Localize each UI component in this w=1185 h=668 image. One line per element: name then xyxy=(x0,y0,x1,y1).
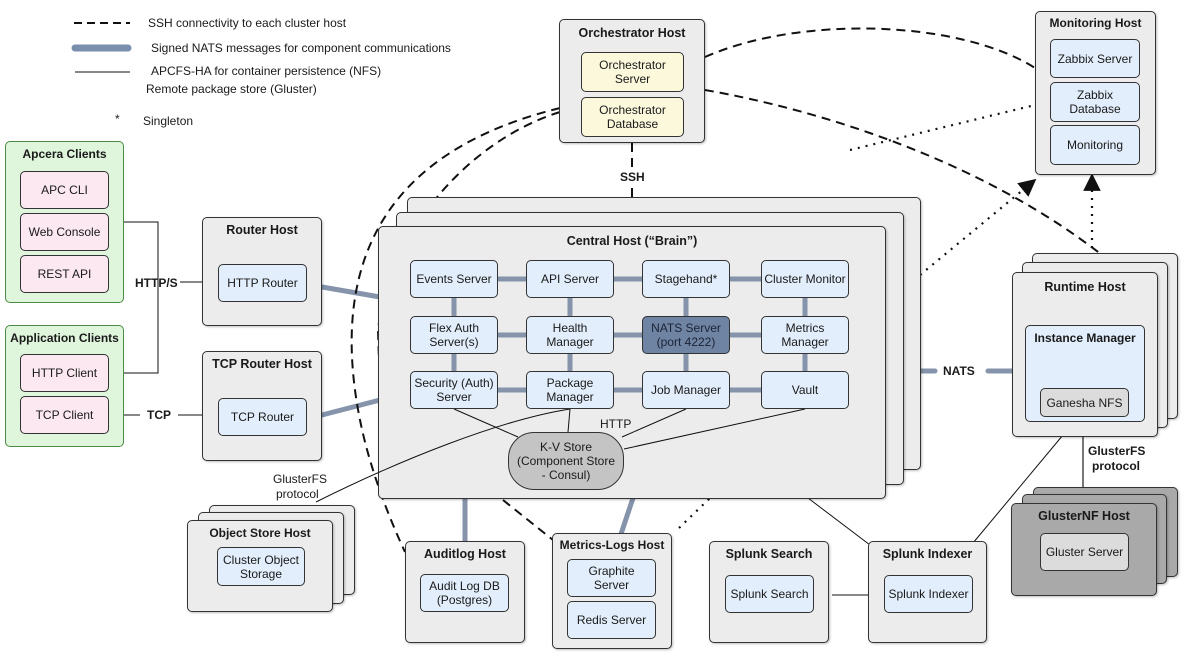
application-clients-group: Application Clients HTTP Client TCP Clie… xyxy=(5,325,124,447)
zabbix-server[interactable]: Zabbix Server xyxy=(1050,39,1140,78)
health-manager[interactable]: Health Manager xyxy=(526,316,614,354)
nats-line-metrics-logs xyxy=(618,495,636,537)
tcp-router[interactable]: TCP Router xyxy=(218,398,307,436)
security-auth-server[interactable]: Security (Auth) Server xyxy=(410,371,498,409)
https-label: HTTP/S xyxy=(135,276,178,290)
redis-server[interactable]: Redis Server xyxy=(567,601,656,639)
splunk-indexer-host: Splunk Indexer Splunk Indexer xyxy=(868,541,987,643)
apcera-clients-group: Apcera Clients APC CLI Web Console REST … xyxy=(5,141,124,303)
router-host-title: Router Host xyxy=(226,223,298,237)
monitor-line-metrics-logs xyxy=(678,497,711,529)
instance-manager-label: Instance Manager xyxy=(1034,331,1136,345)
nats-line-tcp-router xyxy=(319,397,383,418)
splunk-indexer-host-title: Splunk Indexer xyxy=(882,547,973,561)
monitoring[interactable]: Monitoring xyxy=(1050,125,1140,165)
http-label: HTTP xyxy=(600,417,632,431)
runtime-host-title: Runtime Host xyxy=(1044,280,1126,294)
cluster-monitor[interactable]: Cluster Monitor xyxy=(761,260,849,298)
orchestrator-host: Orchestrator Host Orchestrator Server Or… xyxy=(559,19,705,143)
legend-swatches xyxy=(71,22,132,73)
legend-nats-label: Signed NATS messages for component commu… xyxy=(151,41,451,55)
nats-label: NATS xyxy=(943,364,975,378)
ssh-line-orch-monitoring xyxy=(704,27,1036,69)
stagehand[interactable]: Stagehand* xyxy=(642,260,730,298)
vault[interactable]: Vault xyxy=(761,371,849,409)
tcp-client[interactable]: TCP Client xyxy=(20,396,109,434)
glusternf-host: GlusterNF Host Gluster Server xyxy=(1011,503,1157,596)
monitor-line-central xyxy=(919,178,1037,276)
events-server[interactable]: Events Server xyxy=(410,260,498,298)
job-manager[interactable]: Job Manager xyxy=(642,371,730,409)
ganesha-nfs[interactable]: Ganesha NFS xyxy=(1040,388,1129,417)
monitoring-host: Monitoring Host Zabbix Server Zabbix Dat… xyxy=(1035,11,1156,175)
splunk-search[interactable]: Splunk Search xyxy=(725,575,814,613)
auditlog-host: Auditlog Host Audit Log DB (Postgres) xyxy=(405,541,525,643)
application-clients-title: Application Clients xyxy=(10,331,119,345)
nats-server[interactable]: NATS Server (port 4222) xyxy=(642,316,730,354)
monitoring-host-title: Monitoring Host xyxy=(1049,16,1142,30)
ssh-line-central-metrics xyxy=(502,499,554,541)
glusterfs-left-label-1: GlusterFS xyxy=(273,472,328,486)
graphite-server[interactable]: Graphite Server xyxy=(567,559,656,597)
metrics-logs-host-title: Metrics-Logs Host xyxy=(559,538,665,552)
orchestrator-host-title: Orchestrator Host xyxy=(578,26,686,40)
splunk-indexer[interactable]: Splunk Indexer xyxy=(884,575,973,613)
package-manager[interactable]: Package Manager xyxy=(526,371,614,409)
zabbix-database[interactable]: Zabbix Database xyxy=(1050,82,1140,122)
central-host-title: Central Host (“Brain”) xyxy=(566,234,698,248)
legend-singleton-label: Singleton xyxy=(143,114,194,128)
gluster-server[interactable]: Gluster Server xyxy=(1040,533,1129,571)
splunk-search-host: Splunk Search Splunk Search xyxy=(709,541,829,643)
tcp-router-host: TCP Router Host TCP Router xyxy=(202,351,322,461)
ssh-label: SSH xyxy=(620,170,645,184)
orchestrator-database[interactable]: Orchestrator Database xyxy=(581,97,684,137)
glusterfs-right-label-2: protocol xyxy=(1092,459,1140,473)
legend-apcfs-label: APCFS-HA for container persistence (NFS) xyxy=(151,64,382,78)
apcera-clients-title: Apcera Clients xyxy=(22,147,107,161)
monitor-line-orchestrator xyxy=(849,103,1036,152)
object-store-host: Object Store Host Cluster Object Storage xyxy=(187,520,333,612)
audit-log-db[interactable]: Audit Log DB (Postgres) xyxy=(420,574,509,612)
http-router[interactable]: HTTP Router xyxy=(218,264,307,302)
glusternf-host-title: GlusterNF Host xyxy=(1038,509,1130,523)
orchestrator-server[interactable]: Orchestrator Server xyxy=(581,52,684,92)
glusterfs-right-label-1: GlusterFS xyxy=(1088,444,1146,458)
glusterfs-left-label-2: protocol xyxy=(276,487,319,501)
apc-cli[interactable]: APC CLI xyxy=(20,171,109,209)
flex-auth-server[interactable]: Flex Auth Server(s) xyxy=(410,316,498,354)
kv-store[interactable]: K-V Store (Component Store - Consul) xyxy=(508,432,624,490)
router-host: Router Host HTTP Router xyxy=(202,217,322,326)
cluster-object-storage[interactable]: Cluster Object Storage xyxy=(217,547,305,586)
auditlog-host-title: Auditlog Host xyxy=(424,547,506,561)
http-client[interactable]: HTTP Client xyxy=(20,354,109,392)
legend-singleton-symbol: * xyxy=(115,112,120,126)
metrics-logs-host: Metrics-Logs Host Graphite Server Redis … xyxy=(552,533,672,649)
web-console[interactable]: Web Console xyxy=(20,213,109,251)
api-server[interactable]: API Server xyxy=(526,260,614,298)
rest-api[interactable]: REST API xyxy=(20,255,109,293)
nats-line-http-router xyxy=(319,284,383,300)
legend-remote-label: Remote package store (Gluster) xyxy=(146,82,317,96)
tcp-label: TCP xyxy=(147,408,171,422)
legend-ssh-label: SSH connectivity to each cluster host xyxy=(148,16,347,30)
central-splunk-indexer-line xyxy=(807,497,871,546)
runtime-host: Runtime Host Instance Manager Ganesha NF… xyxy=(1012,272,1158,437)
metrics-manager[interactable]: Metrics Manager xyxy=(761,316,849,354)
splunk-search-host-title: Splunk Search xyxy=(725,547,813,561)
tcp-router-host-title: TCP Router Host xyxy=(212,357,312,371)
object-store-host-title: Object Store Host xyxy=(209,526,311,540)
